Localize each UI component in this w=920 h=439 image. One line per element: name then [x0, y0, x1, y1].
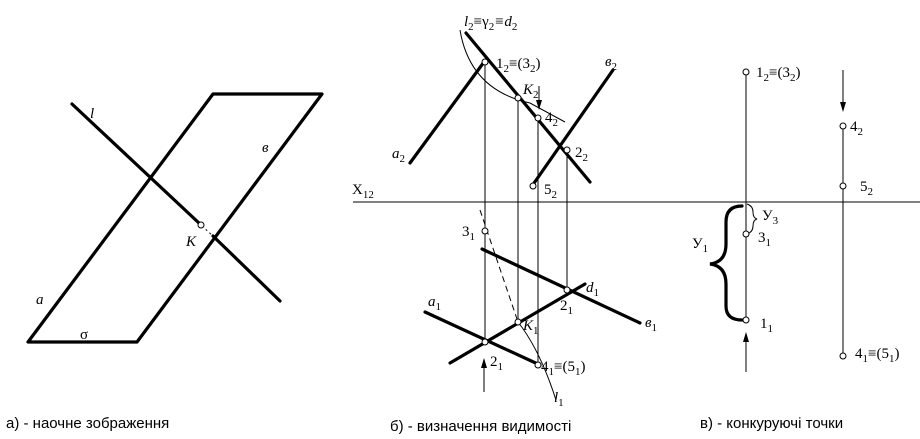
label-4-2: 42 — [545, 110, 558, 129]
point-c-1-2 — [742, 68, 750, 76]
label-2-2: 22 — [575, 145, 588, 164]
arrow-head-c-bottom — [743, 332, 749, 342]
panel-a: l в a σ K а) - наочне зображення — [6, 92, 324, 432]
point-c-4-2 — [839, 122, 847, 130]
line-l-hidden — [201, 225, 214, 237]
line-v1 — [480, 247, 642, 325]
label-5-2: 52 — [544, 182, 557, 201]
line-a1 — [423, 310, 542, 367]
point-c-3-1 — [742, 230, 750, 238]
point-4-1 — [534, 361, 542, 369]
point-k-1 — [514, 318, 522, 326]
label-4-1-5-1: 41≡(51) — [541, 359, 585, 378]
label-x12: X12 — [352, 182, 374, 201]
point-1-2 — [481, 58, 489, 66]
label-3-1: 31 — [462, 224, 475, 243]
panel-b: l2≡γ2≡d2 12≡(32) K2 42 в2 22 a2 52 X12 3… — [352, 14, 920, 435]
point-c-1-1 — [742, 316, 750, 324]
label-1-2-3-2: 12≡(32) — [496, 56, 540, 75]
label-c-1-2-3-2: 12≡(32) — [756, 65, 800, 84]
label-v1: в1 — [645, 315, 657, 334]
label-l1: l1 — [554, 390, 564, 409]
label-y3: У3 — [762, 208, 779, 227]
point-1-1 — [481, 338, 489, 346]
line-l-lower — [211, 234, 282, 303]
line-l-upper — [70, 102, 202, 226]
label-k: K — [185, 234, 197, 250]
label-top: l2≡γ2≡d2 — [464, 14, 517, 33]
curve-l2 — [459, 29, 566, 123]
label-k2: K2 — [522, 82, 539, 101]
label-a: a — [36, 292, 44, 308]
caption-b: б) - визначення видимості — [390, 418, 571, 435]
arrow-head-top — [536, 100, 542, 110]
label-a1: a1 — [428, 294, 441, 313]
panel-c: 12≡(32) 42 52 У3 У1 31 11 41≡(51) в) - к… — [692, 65, 899, 432]
arrow-head-bottom — [481, 358, 487, 368]
label-k1: K1 — [522, 318, 539, 337]
label-sigma: σ — [80, 327, 88, 343]
label-2-1: 21 — [560, 298, 573, 317]
point-k — [197, 221, 205, 229]
label-c-1-1: 11 — [760, 316, 773, 335]
brace-y1 — [709, 204, 744, 322]
label-a2: a2 — [392, 146, 405, 165]
point-5-2 — [529, 182, 537, 190]
label-y1: У1 — [692, 236, 708, 255]
curve-l1-dashed — [479, 209, 519, 323]
point-2-2 — [563, 146, 571, 154]
line-d2 — [464, 31, 592, 184]
label-c-3-1: 31 — [758, 230, 771, 249]
line-v2 — [530, 68, 615, 188]
point-c-5-2 — [839, 182, 847, 190]
label-d1: d1 — [586, 280, 599, 299]
label-v: в — [262, 140, 269, 156]
point-c-4-1 — [839, 352, 847, 360]
label-c-4-1-5-1: 41≡(51) — [855, 346, 899, 365]
point-k-2 — [514, 94, 522, 102]
label-v2: в2 — [605, 54, 617, 73]
point-2-1 — [563, 286, 571, 294]
arrow-head-c-top — [840, 102, 846, 112]
plane-sigma — [26, 92, 324, 344]
line-a2 — [408, 60, 486, 165]
point-4-2 — [534, 114, 542, 122]
point-3-1 — [481, 227, 489, 235]
caption-a: а) - наочне зображення — [6, 415, 169, 432]
label-1-1: 21 — [490, 354, 503, 373]
brace-y3 — [746, 203, 758, 235]
caption-c: в) - конкуруючі точки — [700, 415, 843, 432]
label-l: l — [90, 106, 94, 122]
label-c-4-2: 42 — [850, 119, 863, 138]
label-c-5-2: 52 — [860, 179, 873, 198]
